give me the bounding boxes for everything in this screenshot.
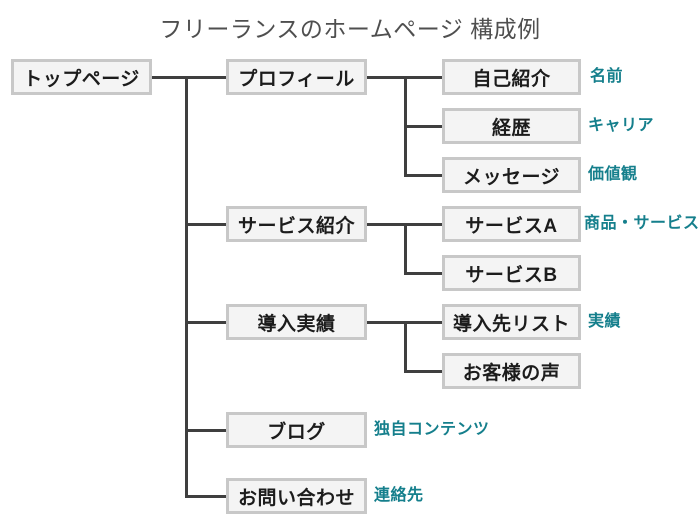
- node-service-a: サービスA: [442, 206, 581, 242]
- node-results-label: 導入実績: [257, 313, 336, 335]
- node-message-label: メッセージ: [462, 166, 561, 188]
- node-top-page: トップページ: [11, 59, 152, 95]
- node-career: 経歴: [442, 108, 581, 144]
- note-contact-info: 連絡先: [374, 487, 424, 504]
- connector-line: [185, 494, 226, 498]
- node-contact: お問い合わせ: [226, 478, 367, 514]
- node-profile: プロフィール: [226, 59, 367, 95]
- node-self-intro-label: 自己紹介: [472, 68, 551, 90]
- node-testimonials: お客様の声: [442, 353, 581, 389]
- note-original-content: 独自コンテンツ: [374, 421, 490, 438]
- connector-line: [185, 222, 226, 226]
- node-top-page-label: トップページ: [23, 68, 140, 90]
- node-message: メッセージ: [442, 157, 581, 193]
- node-profile-label: プロフィール: [238, 68, 355, 90]
- node-testimonials-label: お客様の声: [462, 362, 561, 384]
- note-results: 実績: [588, 313, 622, 330]
- node-client-list: 導入先リスト: [442, 304, 581, 340]
- connector-line: [185, 75, 226, 79]
- node-service-b-label: サービスB: [465, 264, 558, 286]
- node-self-intro: 自己紹介: [442, 59, 581, 95]
- node-service-intro-label: サービス紹介: [237, 215, 355, 237]
- connector-line: [404, 173, 442, 177]
- node-client-list-label: 導入先リスト: [452, 313, 570, 335]
- note-name: 名前: [590, 68, 624, 85]
- connector-line: [404, 124, 442, 128]
- node-service-a-label: サービスA: [465, 215, 558, 237]
- diagram-title: フリーランスのホームページ 構成例: [159, 16, 541, 42]
- connector-line: [185, 428, 226, 432]
- connector-line: [404, 271, 442, 275]
- node-service-intro: サービス紹介: [226, 206, 367, 242]
- node-blog-label: ブログ: [267, 421, 326, 443]
- note-products: 商品・サービス: [584, 215, 700, 232]
- connector-line: [185, 75, 188, 498]
- note-values: 価値観: [588, 166, 638, 183]
- connector-line: [404, 222, 407, 275]
- node-career-label: 経歴: [491, 117, 531, 139]
- node-contact-label: お問い合わせ: [237, 487, 355, 509]
- connector-line: [404, 369, 442, 373]
- node-results: 導入実績: [226, 304, 367, 340]
- node-service-b: サービスB: [442, 255, 581, 291]
- connector-line: [185, 320, 226, 324]
- connector-line: [152, 75, 188, 79]
- node-blog: ブログ: [226, 412, 367, 448]
- note-career: キャリア: [588, 117, 655, 134]
- connector-line: [404, 320, 407, 373]
